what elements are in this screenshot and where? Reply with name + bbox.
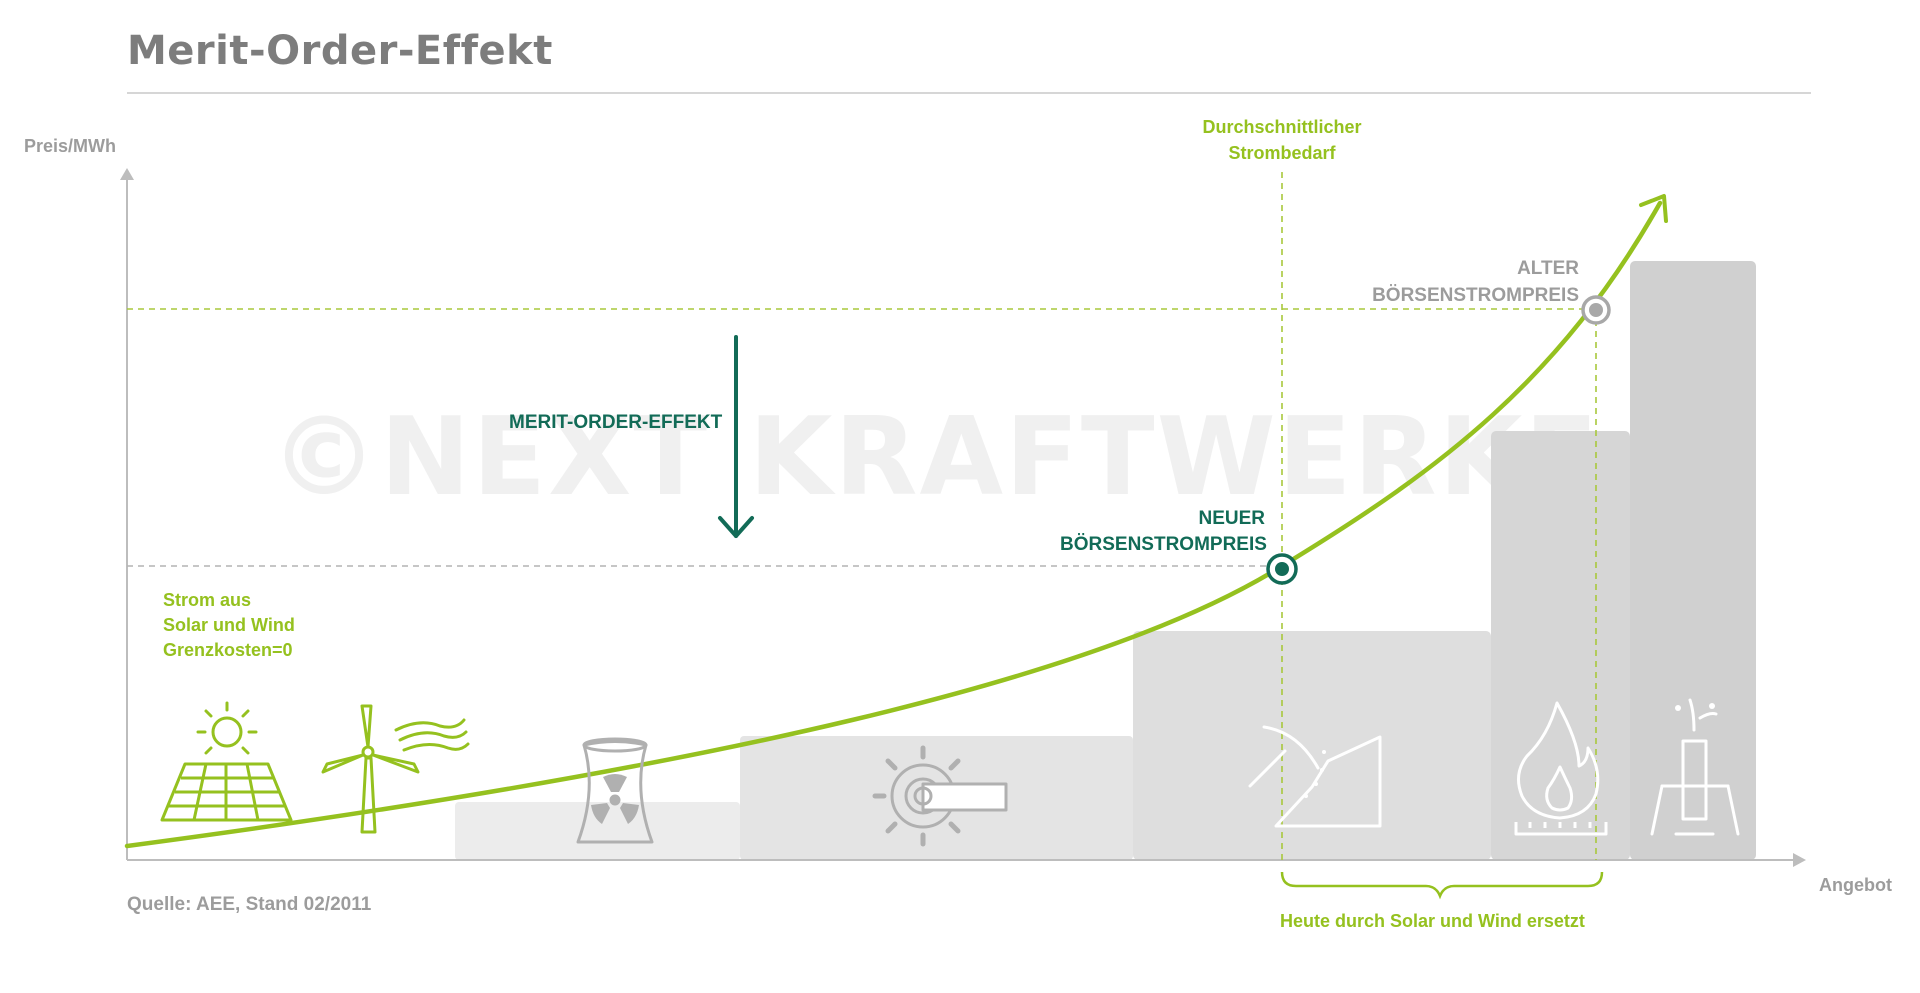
old-price-line-2: BÖRSENSTROMPREIS [1372,285,1579,306]
replaced-brace [1280,871,1604,900]
renewables-annotation: Strom aus Solar und Wind Grenzkosten=0 [163,588,295,663]
watermark: ©NEXT KRAFTWERKE [270,395,1601,520]
old-price-label: ALTER BÖRSENSTROMPREIS [1372,255,1579,309]
renewables-line-3: Grenzkosten=0 [163,640,293,660]
source-note: Quelle: AEE, Stand 02/2011 [127,894,372,915]
supply-block-nuclear [455,802,740,860]
new-price-line-2: BÖRSENSTROMPREIS [1060,534,1267,555]
gas-flame-icon [1514,701,1608,836]
demand-line-1: Durchschnittlicher [1202,117,1362,137]
supply-block-coal [1133,631,1491,860]
y-axis [120,168,134,860]
x-axis [127,853,1806,867]
new-price-line-1: NEUER [1198,508,1265,529]
old-price-marker [1581,295,1611,325]
x-axis-label: Angebot [1819,875,1892,895]
nuclear-plant-icon [576,737,654,844]
renewables-line-1: Strom aus [163,590,252,610]
new-price-marker [1266,553,1298,585]
coal-mining-icon [1248,725,1382,828]
demand-label: Durchschnittlicher Strombedarf [1160,114,1404,166]
new-price-label: NEUER BÖRSENSTROMPREIS [1060,506,1267,558]
title-divider [127,92,1811,94]
supply-block-gas [1491,431,1630,860]
old-price-line-1: ALTER [1517,258,1579,279]
supply-block-oil [1630,261,1756,860]
lignite-excavator-icon [872,745,1008,847]
curve-arrowhead [1639,194,1668,223]
y-axis-label: Preis/MWh [24,136,117,156]
oil-pump-icon [1650,698,1740,836]
demand-line-2: Strombedarf [1228,143,1336,163]
merit-order-effect-label: MERIT-ORDER-EFFEKT [509,412,723,433]
merit-order-curve [124,200,1663,849]
page-title: Merit-Order-Effekt [127,28,553,74]
solar-panel-icon [160,701,293,822]
merit-order-arrow [718,335,754,538]
renewables-line-2: Solar und Wind [163,615,295,635]
wind-turbine-icon [321,704,470,834]
replaced-label: Heute durch Solar und Wind ersetzt [1280,911,1585,931]
